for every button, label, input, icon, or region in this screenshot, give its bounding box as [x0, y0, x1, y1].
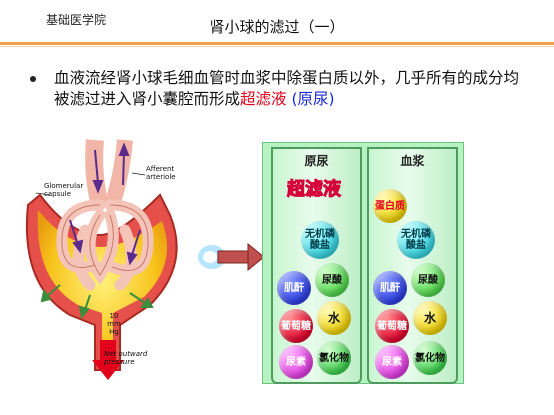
ball-label: 尿酸 — [322, 274, 342, 286]
tube-plasma: 血浆 蛋白质 无机磷酸盐 尿酸 肌酐 水 葡萄糖 尿素 氯化物 — [367, 147, 458, 384]
ball-uric-acid: 尿酸 — [411, 263, 445, 297]
ball-inorganic-phosphate: 无机磷酸盐 — [397, 221, 435, 259]
ball-urea: 尿素 — [375, 345, 409, 379]
ball-label: 葡萄糖 — [377, 320, 407, 332]
ball-label: 水 — [327, 310, 340, 325]
label-net-outward-pressure: Net outward pressure — [104, 350, 148, 366]
ball-water: 水 — [317, 301, 351, 335]
highlight-ultrafiltrate: 超滤液 — [240, 90, 287, 108]
ball-chloride: 氯化物 — [317, 341, 351, 375]
institution-name: 基础医学院 — [46, 13, 107, 27]
ball-uric-acid: 尿酸 — [315, 263, 349, 297]
ball-label: 水 — [423, 310, 436, 325]
ball-creatinine: 肌酐 — [277, 271, 311, 305]
ball-inorganic-phosphate: 无机磷酸盐 — [301, 221, 339, 259]
ball-glucose: 葡萄糖 — [375, 309, 409, 343]
ultrafiltrate-title: 超滤液 — [287, 179, 342, 201]
bullet-body: 血液流经肾小球毛细血管时血浆中除蛋白质以外，几乎所有的成分均被滤过进入肾小囊腔而… — [54, 69, 520, 108]
ball-label: 肌酐 — [380, 282, 400, 294]
tube-label-primary-urine: 原尿 — [304, 154, 329, 168]
slide-title: 肾小球的滤过（一） — [209, 18, 345, 36]
bullet-text: 血液流经肾小球毛细血管时血浆中除蛋白质以外，几乎所有的成分均被滤过进入肾小囊腔而… — [54, 68, 534, 110]
label-pressure-value: 10 mm Hg — [107, 312, 121, 336]
bullet-dot — [30, 76, 36, 82]
header-divider — [0, 42, 554, 45]
ball-label: 肌酐 — [284, 282, 304, 294]
ball-label: 氯化物 — [415, 352, 445, 364]
ball-urea: 尿素 — [279, 345, 313, 379]
ball-water: 水 — [413, 301, 447, 335]
ball-label: 氯化物 — [319, 352, 349, 364]
label-glomerular-capsule: Glomerular capsule — [44, 182, 84, 198]
label-afferent-arteriole: Afferent arteriole — [146, 165, 176, 181]
ball-glucose: 葡萄糖 — [279, 309, 313, 343]
highlight-primary-urine: (原尿) — [291, 90, 335, 108]
ball-label: 尿素 — [382, 356, 402, 368]
ball-creatinine: 肌酐 — [373, 271, 407, 305]
ball-label: 尿素 — [286, 356, 306, 368]
glomerulus-diagram — [25, 139, 178, 380]
ball-label: 无机磷酸盐 — [401, 229, 431, 251]
ball-label: 尿酸 — [418, 274, 438, 286]
tube-label-plasma: 血浆 — [400, 154, 425, 168]
header-divider-light — [0, 46, 554, 47]
ball-label: 无机磷酸盐 — [305, 229, 335, 251]
tube-primary-urine: 原尿 超滤液 无机磷酸盐 尿酸 肌酐 水 葡萄糖 尿素 氯化物 — [271, 147, 362, 384]
ball-label: 葡萄糖 — [281, 320, 311, 332]
ball-chloride: 氯化物 — [413, 341, 447, 375]
ball-protein: 蛋白质 — [373, 189, 407, 223]
slide-header: 基础医学院 肾小球的滤过（一） — [0, 0, 554, 48]
filtration-arrow — [198, 242, 265, 272]
ball-label: 蛋白质 — [375, 200, 405, 212]
